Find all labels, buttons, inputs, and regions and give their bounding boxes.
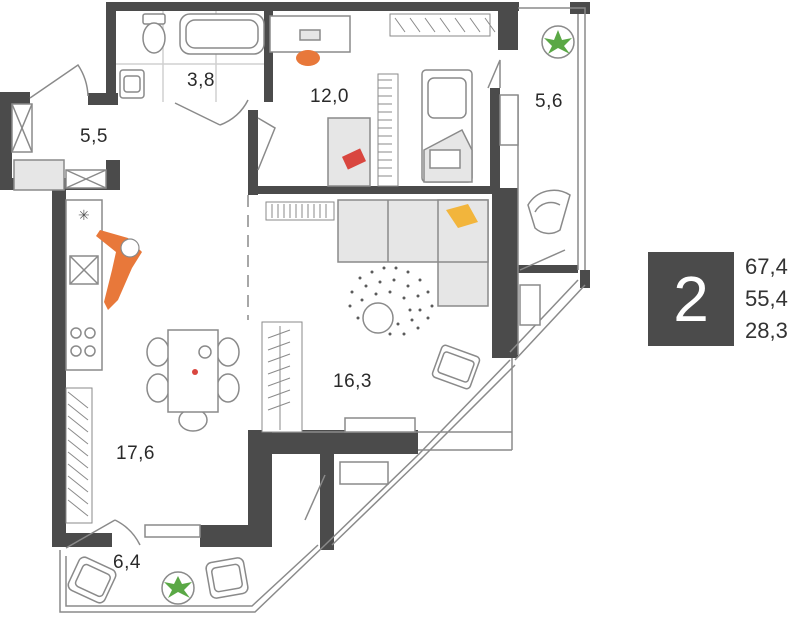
room-label-loggia: 5,6 (535, 91, 563, 112)
kitchen-counter-icon: ✳ (65, 199, 103, 371)
svg-text:✳: ✳ (78, 208, 90, 224)
wardrobe-living-icon (261, 321, 303, 433)
room-label-bathroom: 3,8 (187, 70, 215, 91)
armchair-living-icon (431, 344, 481, 390)
wardrobe-icon (389, 13, 496, 37)
balcony-plant-icon (161, 571, 195, 605)
desk-icon (269, 15, 351, 66)
stove-icon (70, 327, 96, 357)
shoe-rack-icon (13, 159, 107, 191)
armchair-icon (527, 189, 571, 235)
balcony-armchair-icon (67, 556, 249, 604)
kitchen-area: 28,3 (745, 318, 788, 343)
outlines (11, 7, 586, 613)
coffee-table-icon (362, 302, 394, 334)
bed-icon (421, 69, 473, 183)
sofa-icon (337, 199, 489, 307)
plant-icon (541, 25, 575, 59)
person-icon (96, 230, 142, 310)
room-label-bedroom: 12,0 (310, 86, 349, 107)
chair-icon (327, 117, 371, 187)
room-label-living-room: 16,3 (333, 371, 372, 392)
toilet-icon (142, 13, 166, 54)
table-icon (146, 329, 240, 432)
rooms-count: 2 (673, 263, 709, 335)
piano-icon (377, 73, 399, 187)
rug-icon (348, 266, 434, 336)
total-area: 67,4 (745, 254, 788, 279)
radiator-icon (265, 201, 335, 221)
windows (144, 94, 541, 538)
sink-icon (119, 69, 145, 99)
fridge-icon (65, 387, 93, 524)
bathtub-icon (179, 13, 265, 55)
room-label-balcony: 6,4 (113, 552, 141, 573)
walls (0, 2, 590, 550)
room-label-kitchen: 17,6 (116, 443, 155, 464)
room-label-hallway: 5,5 (80, 126, 108, 147)
living-area: 55,4 (745, 286, 788, 311)
rooms-count-badge: 2 (648, 252, 734, 346)
doors (29, 59, 566, 549)
